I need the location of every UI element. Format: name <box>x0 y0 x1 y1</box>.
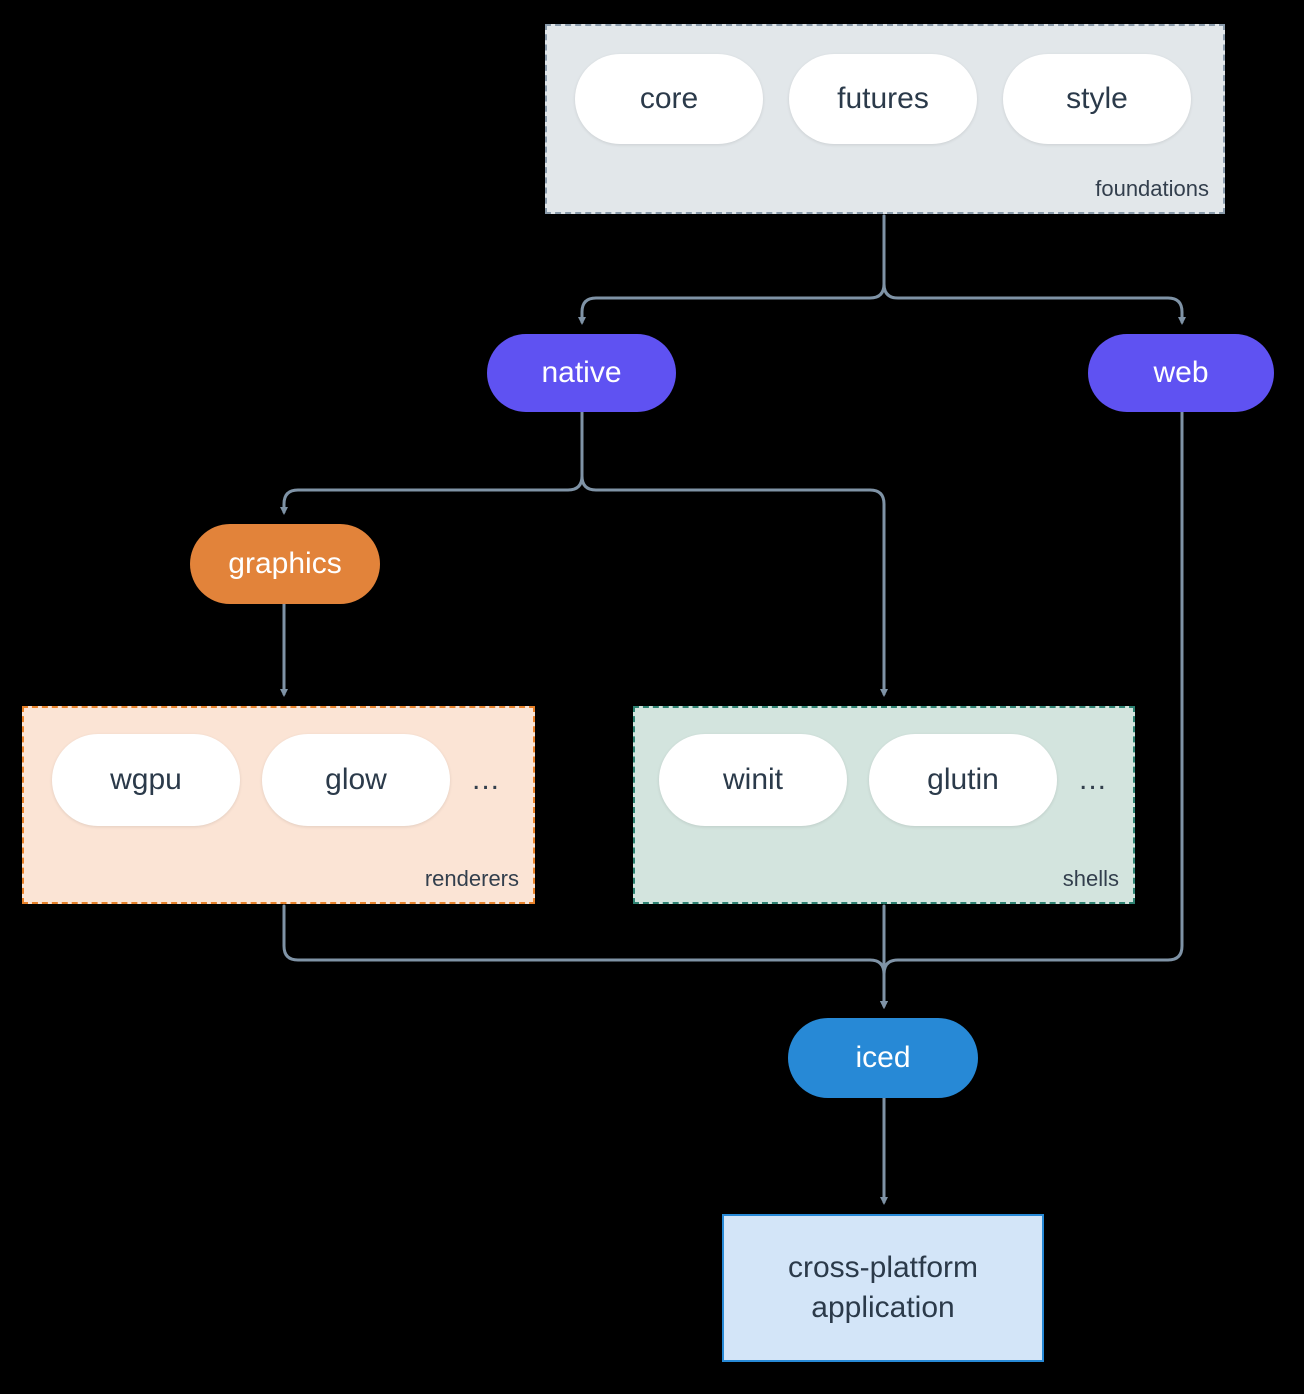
member-core[interactable]: core <box>575 54 763 144</box>
member-glow-label: glow <box>325 763 387 796</box>
edge-foundations-to-web <box>882 214 1186 325</box>
edge-foundations-to-native <box>578 214 886 325</box>
member-futures-label: futures <box>837 82 929 115</box>
node-application-label-line2: application <box>811 1291 955 1324</box>
node-application-label-line1: cross-platform <box>787 1250 979 1284</box>
node-iced-label: iced <box>855 1041 911 1074</box>
member-glutin[interactable]: glutin <box>869 734 1057 826</box>
shells-members: winit glutin ... <box>659 734 1107 826</box>
member-futures[interactable]: futures <box>789 54 977 144</box>
member-winit-label: winit <box>722 763 783 796</box>
group-shells: winit glutin ... shells <box>633 706 1135 904</box>
member-wgpu[interactable]: wgpu <box>52 734 240 826</box>
renderers-members: wgpu glow ... <box>52 734 500 826</box>
node-web[interactable]: web <box>1088 334 1274 412</box>
node-application[interactable]: cross-platform application <box>722 1214 1044 1362</box>
renderers-ellipsis: ... <box>472 763 501 796</box>
node-graphics-label: graphics <box>228 547 342 580</box>
member-wgpu-label: wgpu <box>110 763 182 796</box>
member-style[interactable]: style <box>1003 54 1191 144</box>
member-glow[interactable]: glow <box>262 734 450 826</box>
edge-native-to-graphics <box>280 410 584 515</box>
member-core-label: core <box>639 82 699 115</box>
member-glutin-label: glutin <box>927 763 999 796</box>
node-native-label: native <box>541 356 622 389</box>
group-foundations: core futures style foundations <box>545 24 1225 214</box>
node-web-label: web <box>1153 356 1209 389</box>
group-label-foundations: foundations <box>1095 176 1209 201</box>
group-label-shells: shells <box>1062 866 1119 891</box>
shells-ellipsis: ... <box>1079 763 1108 796</box>
edge-renderers-to-iced <box>282 904 888 1009</box>
group-renderers: wgpu glow ... renderers <box>22 706 535 904</box>
node-iced[interactable]: iced <box>788 1018 978 1098</box>
member-style-label: style <box>1066 82 1128 115</box>
node-native[interactable]: native <box>487 334 676 412</box>
node-graphics[interactable]: graphics <box>190 524 380 604</box>
member-winit[interactable]: winit <box>659 734 847 826</box>
edge-native-to-shells <box>580 410 888 697</box>
group-label-renderers: renderers <box>424 866 519 891</box>
foundations-members: core futures style <box>575 54 1191 144</box>
